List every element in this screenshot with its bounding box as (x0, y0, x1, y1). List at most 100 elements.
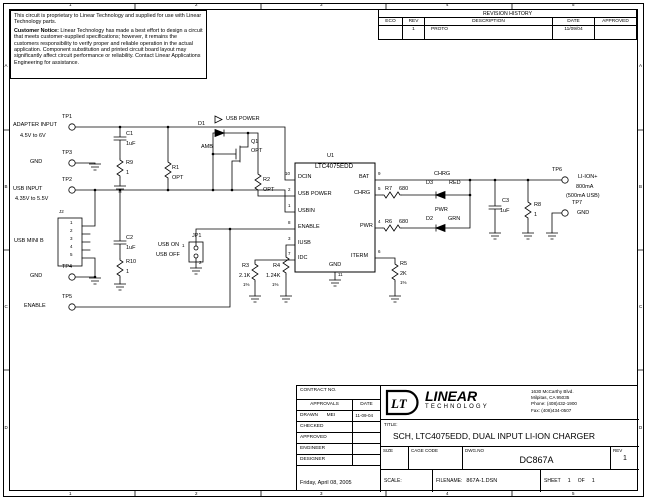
filename-cell: FILENAME:867A-1.DSN (433, 470, 541, 492)
label-chg-current: 800mA (576, 184, 594, 190)
zone-right-C: C (639, 304, 643, 309)
label-gnd-tp3: GND (30, 159, 43, 165)
approval-date: 11-09-04 (352, 411, 380, 421)
company-block: LINEAR TECHNOLOGY (425, 389, 489, 410)
label-u1-ref: U1 (327, 153, 335, 159)
size-cell: SIZE (381, 447, 409, 469)
label-r1-ref: R1 (172, 165, 180, 171)
label-r5-ref: R5 (400, 261, 408, 267)
rev-description-value: PROTO (425, 26, 553, 39)
label-pin-bat: BAT (359, 174, 370, 180)
contract-no-cell: CONTRACT NO. (297, 386, 381, 400)
label-pn-1: 1 (288, 203, 291, 208)
label-d2-ref: D2 (426, 216, 434, 222)
zone-bottom-1: 1 (69, 490, 72, 496)
rev-col-approved: APPROVED (602, 19, 629, 24)
label-pn-11: 11 (338, 272, 343, 277)
notes-paragraph-1: This circuit is proprietary to Linear Te… (14, 13, 202, 26)
cage-code-cell: CAGE CODE (409, 447, 463, 469)
label-usb-range: 4.35V to 5.5V (15, 196, 49, 202)
label-pin-pwr: PWR (360, 223, 373, 229)
label-r1-val: OPT (172, 175, 184, 181)
led-d2-green (434, 223, 446, 233)
approval-row-designer: DESIGNER (297, 455, 380, 466)
label-jp1-pin2: 2 (199, 260, 202, 265)
approvals-label: APPROVALS (297, 400, 353, 410)
rev-col-eco: ECO (379, 18, 403, 25)
usb-power-wire (212, 132, 296, 197)
label-tp7: TP7 (572, 200, 583, 206)
logo-lt-mark: LT (390, 396, 408, 411)
approval-name: MEI (326, 413, 336, 418)
rev-col-rev: REV (403, 18, 425, 25)
label-pin-dcin: DCIN (298, 174, 312, 180)
zone-top-2: 2 (195, 2, 198, 7)
of-label: OF (577, 478, 585, 484)
approval-name (327, 422, 353, 432)
testpoint-tp1 (68, 123, 76, 131)
junction-dots (93, 125, 530, 279)
approval-role: DRAWN (300, 413, 318, 418)
approval-role: CHECKED (300, 424, 324, 429)
label-pn-3: 3 (288, 236, 291, 241)
approvals-date-label: DATE (360, 402, 373, 407)
customer-notice-label: Customer Notice: (14, 27, 59, 34)
label-pn-5: 5 (378, 186, 381, 191)
approval-role: DESIGNER (300, 457, 326, 462)
battery-net-wire (374, 179, 563, 234)
dwg-no-cell: DWG.NO DC867A (463, 447, 611, 469)
label-pn-10: 10 (285, 171, 291, 176)
rev-rev-value: 1 (403, 26, 425, 39)
label-gnd-tp4: GND (30, 273, 43, 279)
label-enable-net: ENABLE (24, 303, 46, 309)
u1-chip-outline (294, 162, 376, 273)
usb-power-net-flag (214, 115, 223, 124)
label-r10-val: 1 (126, 269, 130, 275)
usb-connector-outline (57, 217, 83, 267)
label-r3-ref: R3 (242, 263, 250, 269)
label-conn-pin-2: 2 (70, 228, 73, 233)
approval-name (327, 433, 353, 443)
label-usb-mini-b: USB MINI B (14, 238, 44, 244)
approvals-header: APPROVALS DATE (297, 400, 381, 411)
dwg-no-value: DC867A (519, 455, 554, 465)
label-chrg-net: CHRG (434, 171, 451, 177)
rev-label: REV (613, 448, 623, 453)
jp1-pin1-pad (193, 245, 199, 251)
address-line-4: Fax: (408)434-0507 (531, 407, 572, 413)
label-r8-val: 1 (534, 212, 538, 218)
label-d1-ref: D1 (198, 121, 206, 127)
rev-col-date: DATE (553, 18, 595, 25)
testpoint-tp3 (68, 159, 76, 167)
address-line-3: Phone: (408)432-1900 (531, 401, 577, 407)
label-d3-color: RED (449, 180, 461, 186)
approval-role: APPROVED (300, 435, 327, 440)
label-j2: J2 (59, 209, 64, 214)
approval-row-drawn: DRAWN MEI 11-09-04 (297, 411, 380, 422)
label-r5-val: 2K (400, 271, 407, 277)
testpoint-tp4 (68, 273, 76, 281)
approval-row-approved: APPROVED (297, 433, 380, 444)
title-block: CONTRACT NO. APPROVALS DATE DRAWN MEI 11-0… (296, 385, 639, 492)
sheet-number: 1 (567, 478, 571, 484)
led-d3-red (434, 190, 446, 200)
zone-top-1: 1 (69, 2, 72, 7)
zone-left-B: B (4, 184, 8, 189)
label-gnd-tp7: GND (577, 210, 590, 216)
border-frame (3, 3, 644, 497)
label-jp1-ref: JP1 (192, 233, 202, 239)
led-wires (374, 179, 471, 229)
label-tp6: TP6 (552, 167, 563, 173)
label-r2-val: OPT (263, 187, 275, 193)
label-pin-chrg: CHRG (354, 190, 371, 196)
components (57, 115, 569, 311)
revision-row: 1 PROTO 11/09/04 (379, 26, 636, 39)
filename-value: 867A-1.DSN (466, 478, 498, 484)
label-pin-idc: IDC (298, 255, 308, 261)
company-address: 1630 McCarthy Blvd. Milpitas, CA 95035 P… (531, 389, 577, 414)
approval-role: ENGINEER (300, 446, 326, 451)
zone-bottom-5: 5 (572, 490, 575, 496)
label-r10-ref: R10 (126, 259, 137, 265)
approval-row-checked: CHECKED (297, 422, 380, 433)
